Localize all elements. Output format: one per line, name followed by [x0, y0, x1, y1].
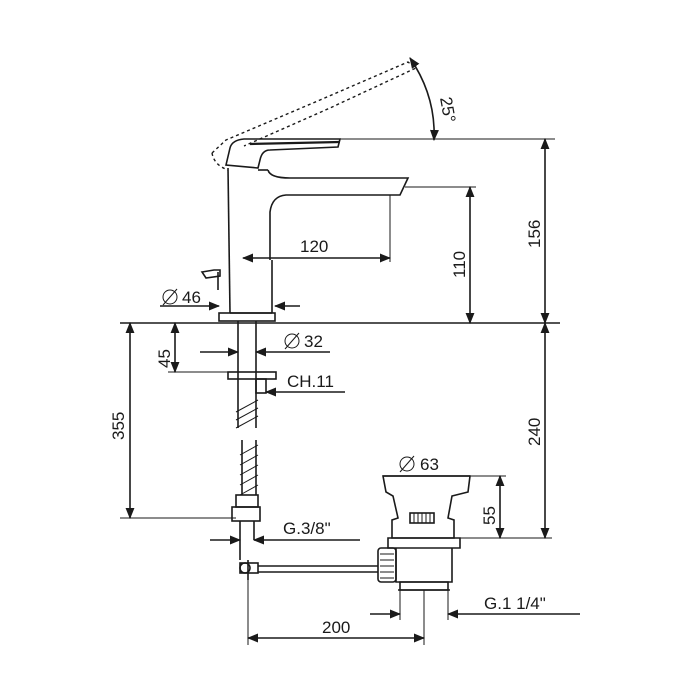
rod-length-label: 200: [322, 618, 350, 637]
faucet-body: [200, 61, 418, 322]
nut-label: CH.11: [287, 372, 334, 391]
shank-diameter-label: 32: [304, 332, 323, 351]
dimension-lines: [120, 57, 580, 645]
shank-length-label: 45: [155, 349, 174, 368]
waste-thread-label: G.1 1/4": [484, 594, 546, 613]
angle-label: 25°: [436, 95, 459, 124]
total-depth-label: 355: [109, 412, 128, 440]
base-diameter-label: 46: [182, 288, 201, 307]
supply-thread-label: G.3/8": [283, 519, 331, 538]
waste-diameter-label: 63: [420, 455, 439, 474]
shank-assembly: [227, 321, 378, 580]
dimension-labels: 25° 156 110 120 46 32 45 CH.11 355 240 6…: [109, 95, 546, 637]
height-total-label: 156: [525, 220, 544, 248]
waste-assembly: [377, 475, 471, 591]
waste-height-label: 55: [480, 506, 499, 525]
spout-height-label: 110: [450, 251, 469, 278]
spout-reach-label: 120: [300, 237, 328, 256]
below-deck-label: 240: [525, 418, 544, 446]
